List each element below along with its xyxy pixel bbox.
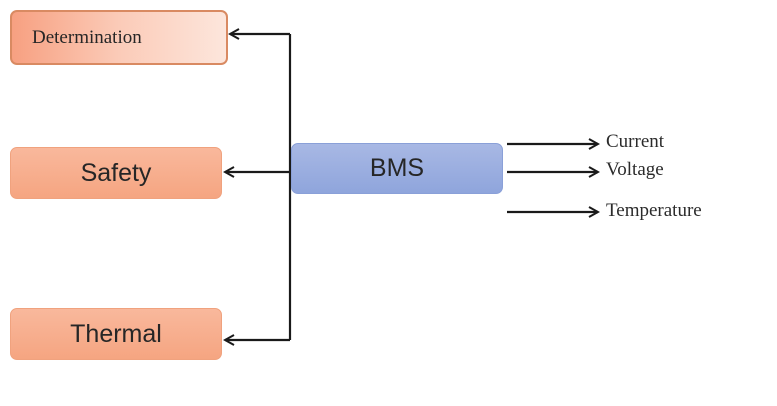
determination-label: Determination — [32, 26, 142, 48]
bms-label: BMS — [369, 154, 425, 182]
temperature-label: Temperature — [606, 200, 702, 221]
thermal-node: Thermal — [10, 308, 222, 360]
determination-node: Determination — [10, 10, 228, 65]
voltage-label: Voltage — [606, 159, 664, 180]
current-label: Current — [606, 131, 665, 152]
safety-label: Safety — [80, 158, 152, 187]
thermal-label: Thermal — [70, 319, 162, 348]
bms-node: BMS — [291, 143, 503, 194]
safety-node: Safety — [10, 147, 222, 199]
